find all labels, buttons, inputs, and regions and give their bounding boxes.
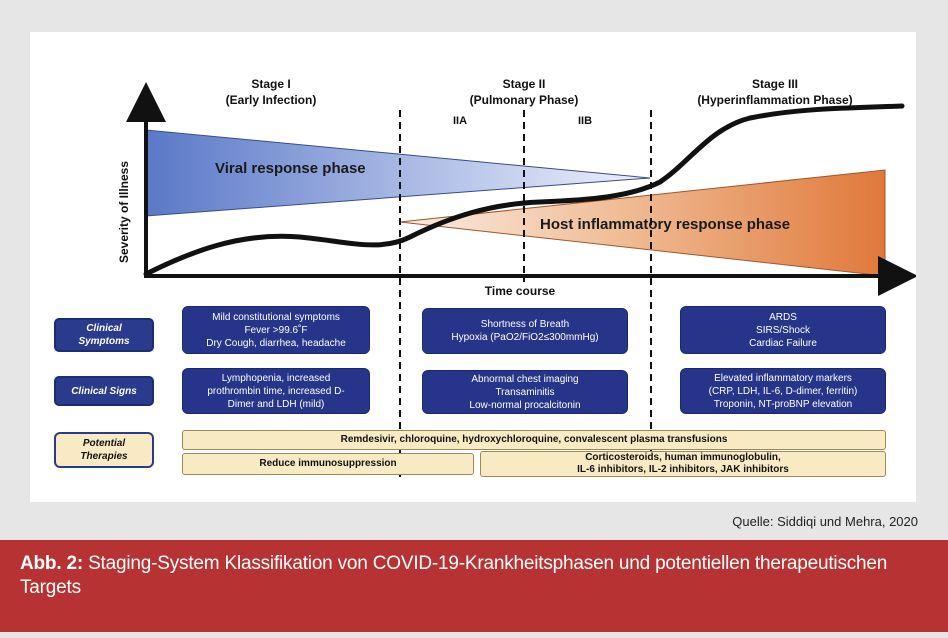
stage-3-title: Stage III bbox=[752, 77, 798, 91]
stage-3-subtitle: (Hyperinflammation Phase) bbox=[697, 93, 852, 107]
substage-iia-label: IIA bbox=[453, 115, 467, 127]
symptoms-stage-2: Shortness of Breath Hypoxia (PaO2/FiO2≤3… bbox=[422, 308, 628, 354]
source-credit: Quelle: Siddiqi und Mehra, 2020 bbox=[732, 514, 918, 529]
signs-stage-1: Lymphopenia, increased prothrombin time,… bbox=[182, 368, 370, 414]
signs-stage-2: Abnormal chest imaging Transaminitis Low… bbox=[422, 370, 628, 414]
viral-phase-label: Viral response phase bbox=[215, 160, 366, 177]
x-axis-label: Time course bbox=[485, 284, 556, 298]
clinical-symptoms-label: Clinical Symptoms bbox=[54, 318, 154, 352]
substage-iib-label: IIB bbox=[578, 115, 592, 127]
y-axis-label: Severity of Illness bbox=[117, 161, 131, 263]
stage-2-subtitle: (Pulmonary Phase) bbox=[470, 93, 579, 107]
staging-diagram: Stage I (Early Infection) Stage II (Pulm… bbox=[117, 77, 916, 482]
symptoms-stage-3: ARDS SIRS/Shock Cardiac Failure bbox=[680, 306, 886, 354]
stage-2-title: Stage II bbox=[503, 77, 546, 91]
therapy-late: Corticosteroids, human immunoglobulin, I… bbox=[480, 451, 886, 477]
host-phase-label: Host inflammatory response phase bbox=[540, 216, 790, 233]
stage-1-title: Stage I bbox=[251, 77, 290, 91]
therapy-early: Reduce immunosuppression bbox=[182, 453, 474, 475]
host-inflammatory-wedge bbox=[399, 169, 886, 277]
caption-text: Staging-System Klassifikation von COVID-… bbox=[20, 553, 888, 598]
therapy-all-stages: Remdesivir, chloroquine, hydroxychloroqu… bbox=[182, 430, 886, 450]
stage-1-subtitle: (Early Infection) bbox=[226, 93, 317, 107]
severity-curve bbox=[143, 103, 905, 277]
signs-stage-3: Elevated inflammatory markers (CRP, LDH,… bbox=[680, 368, 886, 414]
potential-therapies-label: Potential Therapies bbox=[54, 432, 154, 468]
clinical-signs-label: Clinical Signs bbox=[54, 376, 154, 406]
caption-label: Abb. 2: bbox=[20, 553, 83, 574]
figure-caption: Abb. 2: Staging-System Klassifikation vo… bbox=[0, 540, 948, 632]
figure-panel: Stage I (Early Infection) Stage II (Pulm… bbox=[30, 32, 916, 502]
symptoms-stage-1: Mild constitutional symptoms Fever >99.6… bbox=[182, 306, 370, 354]
